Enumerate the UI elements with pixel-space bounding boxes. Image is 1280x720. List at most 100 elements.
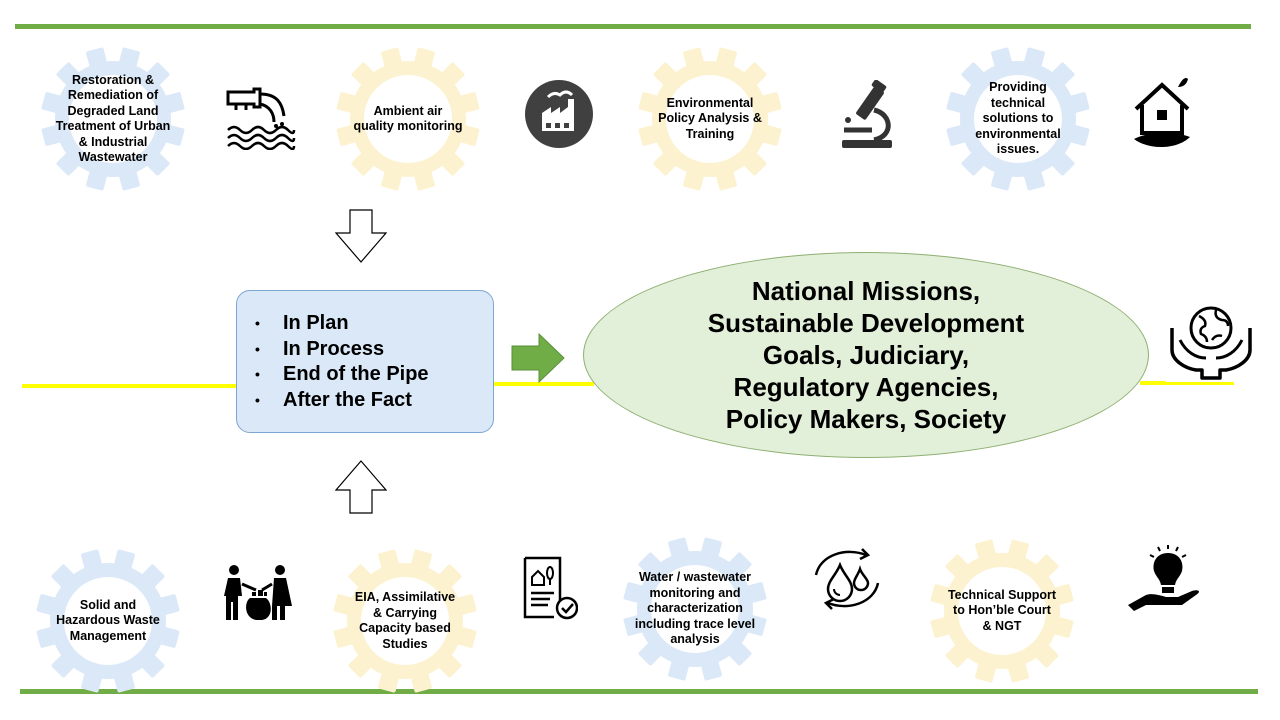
gear-tooth: [351, 150, 377, 176]
gear-label: Ambient air quality monitoring: [353, 103, 463, 134]
gear-tooth: [144, 62, 170, 88]
gear-tooth: [144, 150, 170, 176]
gear-tooth: [1007, 659, 1029, 683]
gear-tooth: [683, 167, 705, 191]
gear-tooth: [351, 62, 377, 88]
gear-tooth: [439, 62, 465, 88]
gear-tooth: [623, 614, 647, 636]
axis-line-right: [1140, 381, 1234, 385]
gear-tooth: [1033, 642, 1059, 668]
gear-water-monitoring: Water / wastewater monitoring and charac…: [622, 536, 768, 682]
stage-label: End of the Pipe: [283, 363, 429, 386]
gear-solid-waste: Solid and Hazardous Waste Management: [35, 548, 181, 694]
gear-blue-shape: [623, 537, 767, 681]
gear-tooth: [41, 92, 65, 114]
gear-blue-shape: [41, 47, 185, 191]
gear-tooth: [946, 124, 970, 146]
gear-tooth: [961, 62, 987, 88]
environment-report-icon: [522, 555, 578, 621]
gear-tooth: [638, 640, 664, 666]
stage-item: •In Process: [255, 337, 385, 360]
gear-tooth: [36, 626, 60, 648]
axis-line-left: [22, 384, 237, 388]
gear-tooth: [741, 150, 767, 176]
gear-tooth: [961, 150, 987, 176]
gear-yellow-shape: [930, 539, 1074, 683]
lifecycle-stages-box: •In Plan •In Process •End of the Pipe •A…: [236, 290, 494, 433]
water-cycle-icon: [806, 545, 888, 613]
gear-yellow-shape: [333, 549, 477, 693]
gear-tooth: [668, 537, 690, 561]
stage-label: In Process: [283, 337, 385, 360]
gear-tooth: [1007, 539, 1029, 563]
gear-tooth: [378, 549, 400, 573]
lifecycle-stages-list: •In Plan •In Process •End of the Pipe •A…: [255, 311, 429, 413]
gear-tooth: [436, 564, 462, 590]
gear-tooth: [638, 124, 662, 146]
gear-tooth: [348, 652, 374, 678]
gear-tooth: [726, 552, 752, 578]
gear-tooth: [930, 616, 954, 638]
gear-tooth: [638, 552, 664, 578]
top-green-bar: [15, 24, 1251, 29]
gear-tooth: [758, 92, 782, 114]
gear-tooth: [741, 62, 767, 88]
gear-tooth: [1049, 150, 1075, 176]
gear-tooth: [118, 47, 140, 71]
gear-tooth: [743, 614, 767, 636]
gear-tooth: [945, 642, 971, 668]
gear-tooth: [1049, 62, 1075, 88]
gear-tooth: [715, 167, 737, 191]
gear-tooth: [700, 537, 722, 561]
gear-tooth: [413, 167, 435, 191]
gear-eia-studies: EIA, Assimilative & Carrying Capacity ba…: [332, 548, 478, 694]
gear-tooth: [81, 549, 103, 573]
gear-tooth: [991, 167, 1013, 191]
stage-label: In Plan: [283, 312, 349, 335]
gear-tooth: [139, 652, 165, 678]
gear-tooth: [1023, 47, 1045, 71]
gear-tooth: [333, 626, 357, 648]
gear-tooth: [413, 47, 435, 71]
gear-tooth: [139, 564, 165, 590]
gear-tooth: [86, 47, 108, 71]
gear-tooth: [348, 564, 374, 590]
gear-tooth: [410, 549, 432, 573]
stage-label: After the Fact: [283, 388, 412, 411]
gear-technical-support: Technical Support to Hon’ble Court & NGT: [929, 538, 1075, 684]
gear-tooth: [991, 47, 1013, 71]
gear-tooth: [51, 652, 77, 678]
gear-tooth: [975, 659, 997, 683]
gear-tooth: [36, 594, 60, 616]
gear-tooth: [113, 669, 135, 693]
gear-tooth: [668, 657, 690, 681]
gear-tooth: [1066, 124, 1090, 146]
gear-tooth: [653, 62, 679, 88]
gear-ambient-air: Ambient air quality monitoring: [335, 46, 481, 192]
gear-tooth: [653, 150, 679, 176]
gear-tooth: [410, 669, 432, 693]
gear-tooth: [975, 539, 997, 563]
gear-tooth: [700, 657, 722, 681]
microscope-icon: [834, 80, 902, 152]
gear-label: Technical Support to Hon’ble Court & NGT: [947, 587, 1057, 633]
stakeholders-text: National Missions, Sustainable Developme…: [708, 275, 1024, 435]
down-arrow: [335, 209, 387, 263]
stage-item: •In Plan: [255, 312, 349, 335]
gear-tooth: [1023, 167, 1045, 191]
stakeholders-line: Goals, Judiciary,: [762, 340, 970, 370]
gear-tooth: [715, 47, 737, 71]
gear-tooth: [683, 47, 705, 71]
axis-line-mid: [494, 382, 594, 386]
gear-label: Restoration & Remediation of Degraded La…: [55, 72, 171, 165]
gear-tooth: [41, 124, 65, 146]
stakeholders-line: Sustainable Development: [707, 308, 1025, 338]
gear-technical-solutions: Providing technical solutions to environ…: [945, 46, 1091, 192]
gear-tooth: [946, 92, 970, 114]
gear-tooth: [456, 124, 480, 146]
stakeholders-line: Regulatory Agencies,: [733, 372, 999, 402]
gear-tooth: [453, 594, 477, 616]
wastewater-discharge-icon: [224, 86, 296, 150]
stakeholders-line: National Missions,: [751, 276, 981, 306]
gear-tooth: [743, 582, 767, 604]
